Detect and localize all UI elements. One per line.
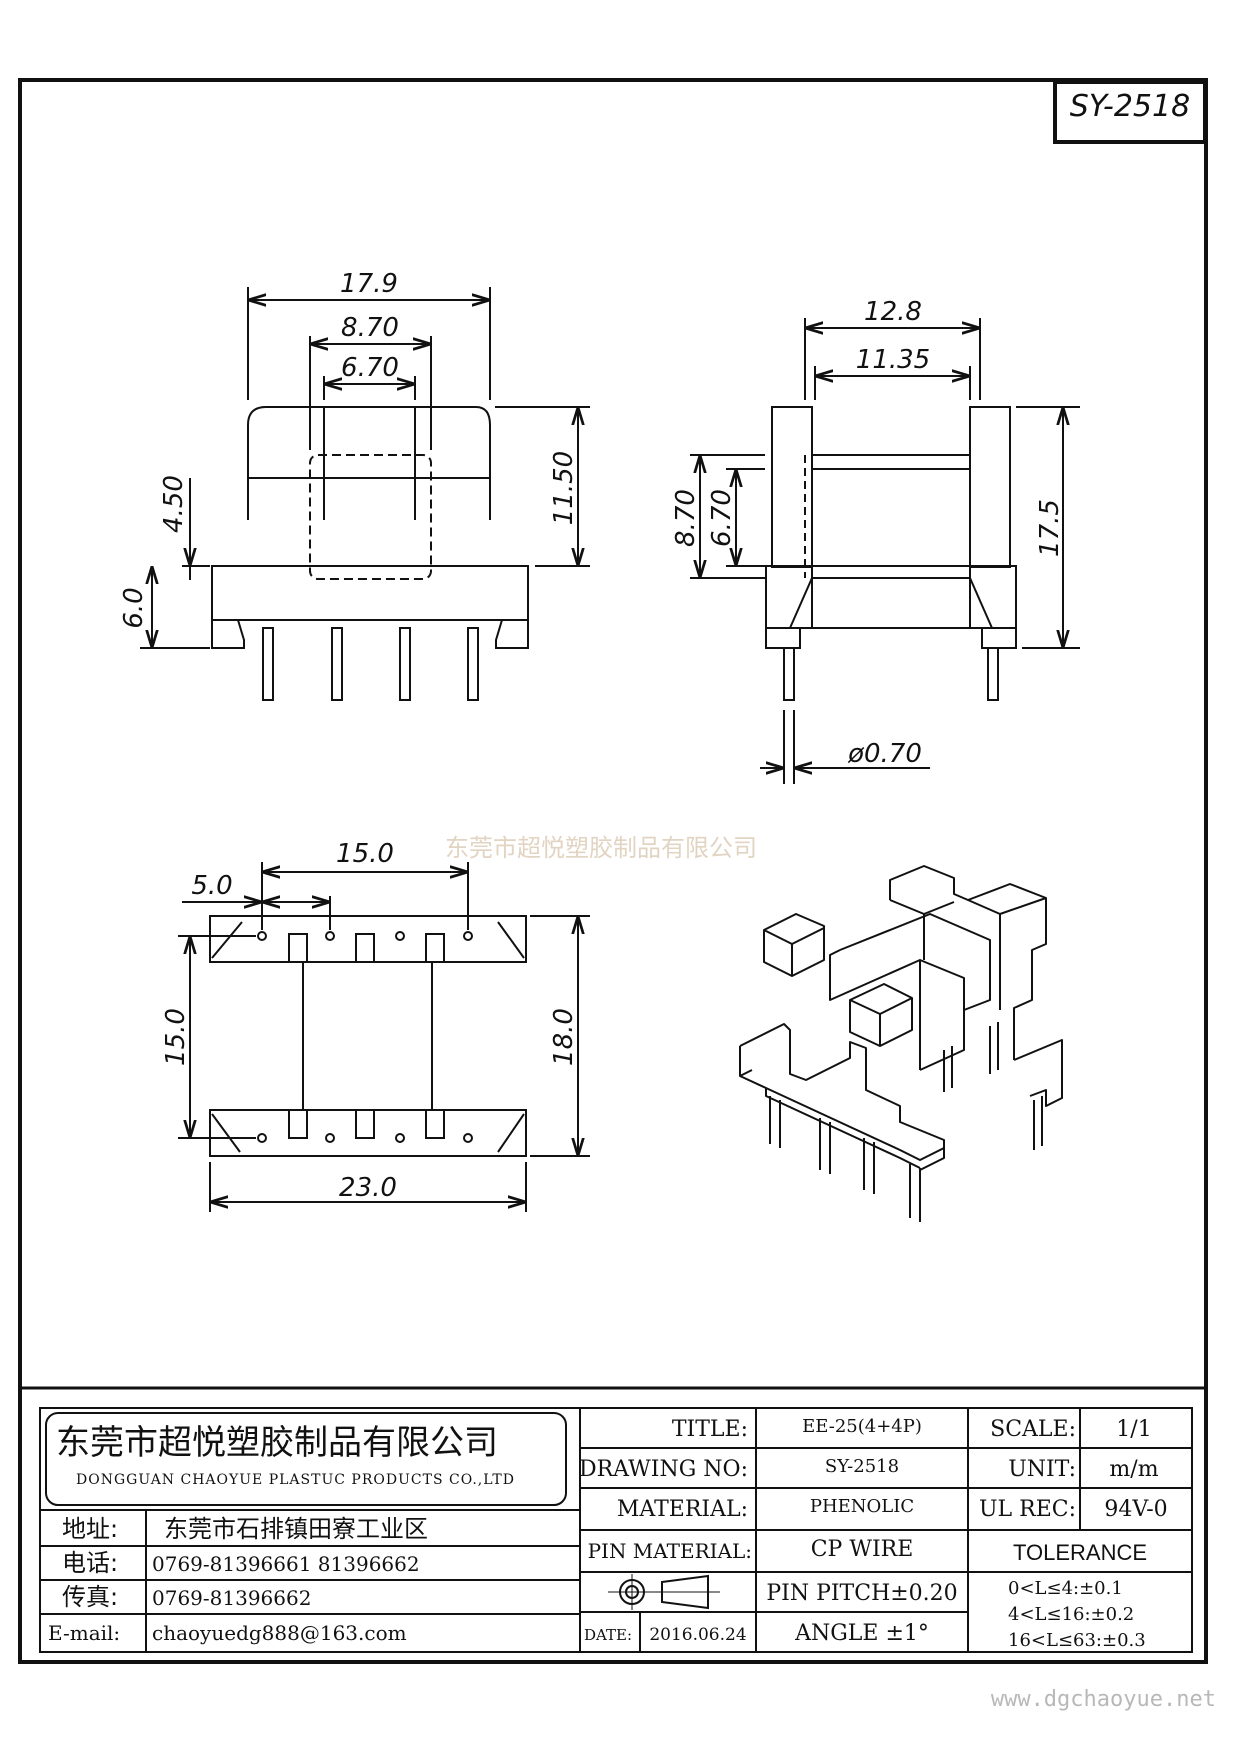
date-value: 2016.06.24 — [649, 1625, 746, 1645]
side-inner-depth-dim: 11.35 — [856, 345, 930, 375]
email-value: chaoyuedg888@163.com — [152, 1621, 407, 1645]
ul-rec-label: UL REC: — [979, 1497, 1076, 1522]
isometric-view — [739, 865, 1063, 1222]
address-label: 地址: — [62, 1515, 118, 1543]
phone-value: 0769-81396661 81396662 — [152, 1552, 420, 1576]
bottom-row-spacing-dim: 15.0 — [161, 1008, 191, 1066]
title-label: TITLE: — [672, 1417, 748, 1442]
front-overall-height-dim: 11.50 — [549, 451, 579, 525]
side-window-outer-dim: 8.70 — [671, 489, 701, 547]
bottom-pin-pitch-dim: 5.0 — [191, 871, 232, 901]
bottom-view — [178, 862, 590, 1212]
material-label: MATERIAL: — [617, 1497, 748, 1522]
scale-value: 1/1 — [1116, 1417, 1151, 1442]
ul-rec-value: 94V-0 — [1104, 1497, 1167, 1522]
title-value: EE-25(4+4P) — [802, 1416, 922, 1437]
side-height-dim: 17.5 — [1035, 499, 1065, 557]
unit-label: UNIT: — [1008, 1457, 1076, 1482]
front-inner-width-dim: 6.70 — [341, 353, 399, 383]
pin-pitch: PIN PITCH±0.20 — [766, 1581, 957, 1606]
address-value: 东莞市石排镇田寮工业区 — [164, 1515, 428, 1543]
angle-tolerance: ANGLE ±1° — [794, 1621, 929, 1646]
scale-label: SCALE: — [990, 1417, 1076, 1442]
phone-label: 电话: — [62, 1549, 118, 1577]
unit-value: m/m — [1109, 1457, 1158, 1482]
watermark-text: 东莞市超悦塑胶制品有限公司 — [445, 834, 757, 862]
material-value: PHENOLIC — [810, 1496, 914, 1517]
sheet-border — [18, 78, 1208, 1664]
front-base-height-dim: 6.0 — [119, 587, 149, 628]
website-url: www.dgchaoyue.net — [991, 1687, 1216, 1712]
projection-symbol-icon — [608, 1574, 720, 1610]
bottom-width-dim: 23.0 — [339, 1173, 397, 1203]
tolerance-title: TOLERANCE — [1013, 1540, 1147, 1565]
side-window-inner-dim: 6.70 — [707, 489, 737, 547]
date-label: DATE: — [584, 1626, 632, 1644]
title-block — [20, 1386, 1206, 1653]
company-name-en: DONGGUAN CHAOYUE PLASTUC PRODUCTS CO.,LT… — [76, 1472, 515, 1488]
drawing-id: SY-2518 — [1070, 89, 1190, 124]
side-view — [690, 318, 1080, 784]
bottom-pin-span-dim: 15.0 — [336, 839, 394, 869]
drawing-id-box — [1053, 80, 1207, 144]
tolerance-row: 16<L≤63:±0.3 — [1008, 1630, 1146, 1651]
front-view — [140, 287, 590, 701]
fax-value: 0769-81396662 — [152, 1586, 311, 1610]
drawing-no-label: DRAWING NO: — [579, 1457, 748, 1482]
front-mid-width-dim: 8.70 — [341, 313, 399, 343]
pin-material-value: CP WIRE — [811, 1537, 914, 1562]
bottom-depth-dim: 18.0 — [549, 1008, 579, 1066]
pin-material-label: PIN MATERIAL: — [588, 1539, 752, 1563]
side-depth-dim: 12.8 — [864, 297, 922, 327]
email-label: E-mail: — [48, 1621, 120, 1645]
front-upper-height-dim: 4.50 — [159, 475, 189, 533]
tolerance-row: 0<L≤4:±0.1 — [1008, 1578, 1123, 1599]
company-name-cn: 东莞市超悦塑胶制品有限公司 — [56, 1423, 498, 1463]
front-width-dim: 17.9 — [340, 269, 398, 299]
fax-label: 传真: — [62, 1583, 118, 1611]
tolerance-row: 4<L≤16:±0.2 — [1008, 1604, 1134, 1625]
pin-diameter-dim: ø0.70 — [847, 739, 922, 769]
drawing-no-value: SY-2518 — [825, 1456, 899, 1477]
